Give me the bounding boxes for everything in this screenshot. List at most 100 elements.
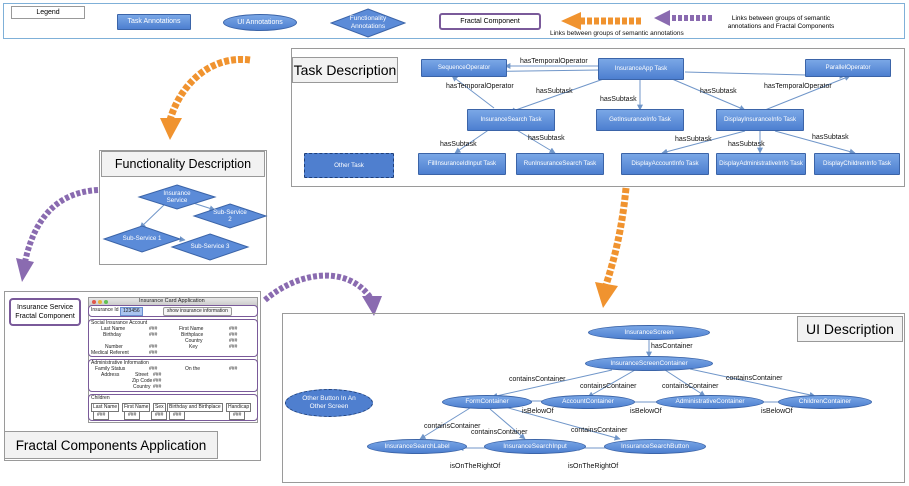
task-edge-label-subtask-8: hasSubtask <box>812 134 849 141</box>
fractal-account-frame: Social Insurance Account Last Name ### F… <box>88 319 258 357</box>
functionality-description-title: Functionality Description <box>101 151 265 177</box>
admin-header: Administrative Information <box>91 360 149 366</box>
ui-node-form-container: FormContainer <box>442 395 532 409</box>
task-edge-label-subtask-2: hasSubtask <box>600 96 637 103</box>
legend-purple-arrow <box>654 10 712 26</box>
cell-sex: ### <box>151 411 168 420</box>
ui-node-insurance-search-input: InsuranceSearchInput <box>484 439 586 454</box>
show-insurance-button[interactable]: show insurance information <box>163 307 232 316</box>
value-birthplace: ### <box>229 332 238 338</box>
task-node-get-insurance-info: GetInsuranceInfo Task <box>596 109 684 131</box>
legend-functionality-diamond <box>330 8 406 38</box>
search-label: Insurance Id <box>91 307 119 313</box>
legend-links-semantic: Links between groups of semantic annotat… <box>550 30 684 37</box>
ui-node-insurance-screen: InsuranceScreen <box>588 325 710 340</box>
label-zip-code: Zip Code <box>132 378 153 384</box>
value-country: ### <box>229 338 238 344</box>
task-node-run-insurance-search: RunInsuranceSearch Task <box>516 153 604 175</box>
ui-edge-label-below-1: isBelowOf <box>522 408 554 415</box>
social-header: Social Insurance Account <box>91 320 148 326</box>
label-number: Number <box>105 344 123 350</box>
value-zip-code: ### <box>153 378 162 384</box>
ui-edge-label-contains-4: containsContainer <box>726 375 783 382</box>
search-input[interactable]: 123456 <box>120 307 143 316</box>
legend-fractal-component: Fractal Component <box>439 13 541 30</box>
functionality-description-panel <box>99 150 267 265</box>
cell-first-name: ### <box>124 411 141 420</box>
task-edge-label-temporal-2: hasTemporalOperator <box>446 83 514 90</box>
ui-edge-label-below-3: isBelowOf <box>761 408 793 415</box>
cell-handicap: ### <box>229 411 246 420</box>
ui-edge-label-contains-7: containsContainer <box>571 427 628 434</box>
label-country: Country <box>185 338 203 344</box>
label-admin-country: Country <box>133 384 151 390</box>
ui-edge-label-contains-6: containsContainer <box>471 429 528 436</box>
fractal-search-frame: Insurance Id 123456 show insurance infor… <box>88 305 258 317</box>
task-node-display-account-info: DisplayAccountInfo Task <box>621 153 709 175</box>
ui-node-insurance-search-button: InsuranceSearchButton <box>604 439 706 454</box>
task-node-fill-insurance-id-input: FillInsuranceIdInput Task <box>418 153 506 175</box>
ui-edge-label-contains-5: containsContainer <box>424 423 481 430</box>
task-edge-label-subtask-3: hasSubtask <box>700 88 737 95</box>
maximize-dot-icon <box>104 300 108 304</box>
task-description-title: Task Description <box>292 57 398 83</box>
ui-node-insurance-screen-container: InsuranceScreenContainer <box>585 356 713 371</box>
label-last-name: Last Name <box>101 326 126 332</box>
task-node-sequence-operator: SequenceOperator <box>421 59 507 77</box>
task-node-insurance-app: InsuranceApp Task <box>598 58 684 80</box>
label-family-status: Family Status <box>95 366 126 372</box>
task-node-display-administrative-info: DisplayAdministrativeInfo Task <box>716 153 806 175</box>
mini-window-titlebar: Insurance Card Application <box>89 298 257 306</box>
purple-link-arrows <box>16 187 382 316</box>
ui-edge-label-contains-2: containsContainer <box>580 383 637 390</box>
fractal-app-panel <box>4 291 261 461</box>
task-edge-label-subtask-7: hasSubtask <box>728 141 765 148</box>
func-node-insurance-service: Insurance Service <box>163 189 191 204</box>
cell-birthday-birthplace: ### <box>169 411 186 420</box>
legend-title-box: Legend <box>11 6 85 19</box>
value-key: ### <box>229 344 238 350</box>
label-on-the: On the <box>185 366 201 372</box>
label-key: Key <box>189 344 198 350</box>
task-description-panel <box>291 48 905 187</box>
diamond-sub-service-2 <box>192 203 268 229</box>
fractal-admin-frame: Administrative Information Family Status… <box>88 359 258 392</box>
value-last-name: ### <box>149 326 158 332</box>
value-birthday: ### <box>149 332 158 338</box>
task-node-other-task: Other Task <box>304 153 394 178</box>
children-header: Children <box>91 395 110 401</box>
ui-edge-label-contains-3: containsContainer <box>662 383 719 390</box>
legend-links-fractal: Links between groups of semantic annotat… <box>727 15 835 31</box>
func-node-sub-service-3: Sub-Service 3 <box>190 243 230 251</box>
func-node-sub-service-1: Sub-Service 1 <box>122 235 162 243</box>
label-street: Street <box>135 372 149 378</box>
task-edge-label-subtask-5: hasSubtask <box>528 135 565 142</box>
value-first-name: ### <box>229 326 238 332</box>
ui-edge-label-right-1: isOnTheRightOf <box>450 463 501 470</box>
fractal-children-frame: Children Last Name First Name Sex Birthd… <box>88 394 258 421</box>
task-node-insurance-search: InsuranceSearch Task <box>467 109 555 131</box>
label-birthplace: Birthplace <box>181 332 204 338</box>
diamond-sub-service-1 <box>102 225 182 253</box>
task-edge-label-subtask-6: hasSubtask <box>675 136 712 143</box>
task-node-display-children-info: DisplayChildrenInfo Task <box>814 153 900 175</box>
func-node-sub-service-2: Sub-Service 2 <box>213 208 247 223</box>
label-birthday: Birthday <box>103 332 122 338</box>
diamond-insurance-service <box>137 184 217 210</box>
task-edge-label-subtask-1: hasSubtask <box>536 88 573 95</box>
diamond-sub-service-3 <box>170 233 250 261</box>
legend-panel: Legend Task Annotations UI Annotations F… <box>3 3 905 39</box>
label-medical-referent: Medical Referent <box>91 350 129 356</box>
task-edges <box>451 63 856 155</box>
value-on-the: ### <box>229 366 238 372</box>
task-edge-label-temporal-3: hasTemporalOperator <box>764 83 832 90</box>
value-admin-country: ### <box>153 384 162 390</box>
orange-link-arrows <box>160 55 630 308</box>
ui-node-other-button: Other Button In An Other Screen <box>285 389 373 417</box>
ui-node-insurance-search-label: InsuranceSearchLabel <box>367 439 467 454</box>
legend-orange-arrow <box>561 12 641 30</box>
legend-ui-annotations: UI Annotations <box>223 14 297 31</box>
legend-title: Legend <box>36 9 60 16</box>
ui-node-account-container: AccountContainer <box>541 395 635 409</box>
